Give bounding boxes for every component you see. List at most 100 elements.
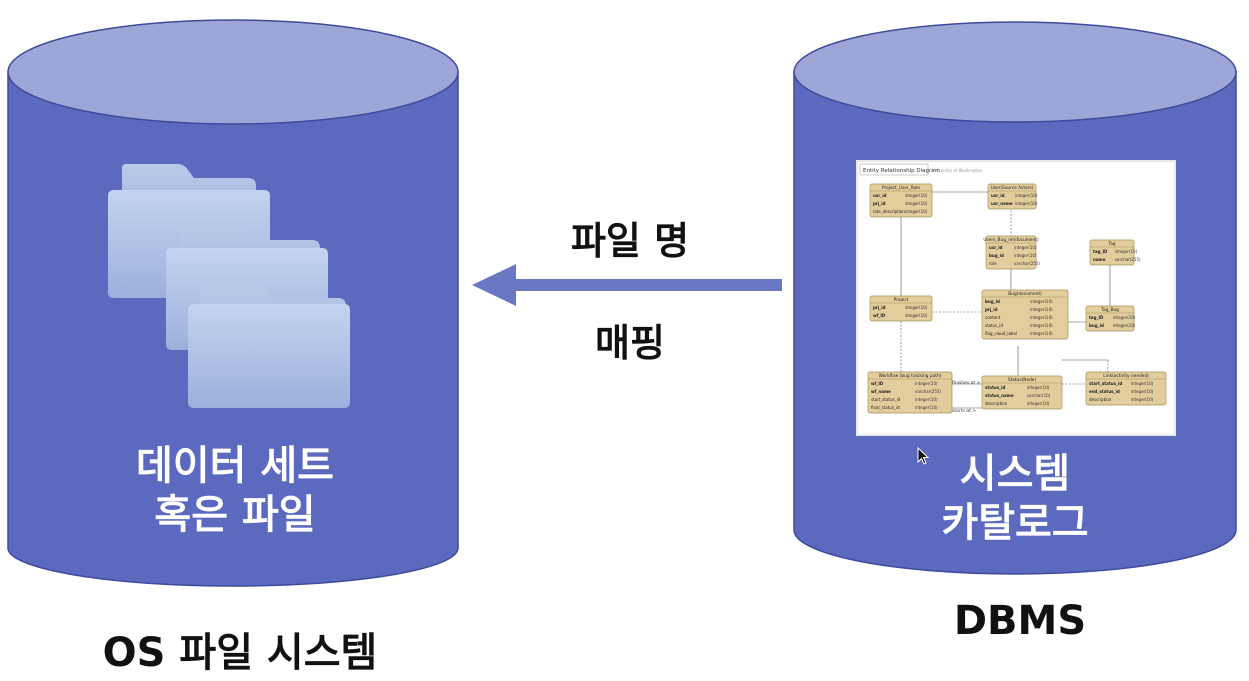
- erd-column-name: status_name: [985, 393, 1014, 398]
- erd-column-type: integer(10): [1113, 323, 1136, 328]
- erd-column-name: end_status_id: [1089, 389, 1120, 394]
- erd-table-box: [1085, 371, 1167, 406]
- left-cylinder-label: 데이터 세트 혹은 파일: [70, 442, 400, 540]
- erd-column-name: usr_id: [989, 245, 1003, 250]
- erd-tables: Project_User_Role usr_id integer(10) prj_id…: [867, 183, 1167, 414]
- erd-column-type: integer(10): [1030, 323, 1053, 328]
- erd-column-type: integer(10): [905, 201, 928, 206]
- erd-subtitle: University of Washington: [932, 168, 983, 173]
- erd-table-name: Link(activity needed): [1103, 373, 1149, 379]
- erd-column-name: usr_id: [873, 193, 887, 198]
- erd-table-box: [869, 295, 933, 322]
- arrow-top-text: 파일 명: [570, 219, 690, 263]
- erd-table-name: Workflow (bug tracking path): [879, 373, 942, 379]
- erd-column-name: start_status_id: [1089, 381, 1122, 386]
- erd-edge-label-starts: starts at >: [952, 408, 976, 414]
- erd-table-box: [981, 375, 1063, 410]
- right-caption: DBMS: [953, 598, 1087, 644]
- mouse-cursor-icon: [917, 447, 930, 465]
- erd-column-name: role_description: [873, 209, 905, 214]
- erd-diagram-svg: Entity Relationship Diagram University o…: [859, 163, 1167, 414]
- erd-table-box: [985, 235, 1037, 270]
- erd-table-name: Bug(document): [1008, 291, 1042, 297]
- erd-column-name: bug_id: [989, 253, 1004, 258]
- erd-column-name: content: [985, 315, 1001, 320]
- erd-column-name: prj_id: [985, 307, 998, 312]
- erd-table-name: Project: [894, 297, 909, 303]
- erd-column-type: integer(10): [1131, 381, 1154, 386]
- erd-column-name: flag_cloud_label: [985, 331, 1017, 336]
- erd-table: Project prj_id integer(10) wf_ID integer(10): [869, 295, 933, 322]
- erd-column-name: start_status_id: [871, 397, 901, 402]
- erd-column-type: integer(10): [1015, 193, 1038, 198]
- erd-column-type: integer(10): [915, 405, 938, 410]
- erd-column-type: integer(10): [1027, 401, 1050, 406]
- erd-title: Entity Relationship Diagram: [863, 168, 940, 174]
- erd-column-name: description: [1089, 397, 1112, 402]
- erd-column-name: wf_name: [871, 389, 891, 394]
- erd-edge-label-finishes: finishes at >: [952, 380, 981, 386]
- erd-column-type: varchar(255): [1014, 261, 1040, 266]
- right-label-line1: 시스템: [959, 451, 1071, 497]
- erd-table-name: Tag_Bug: [1100, 307, 1119, 313]
- erd-column-name: role: [989, 261, 997, 266]
- erd-column-type: integer(10): [905, 305, 928, 310]
- erd-column-type: integer(10): [1030, 307, 1053, 312]
- left-label-line2: 혹은 파일: [154, 491, 316, 538]
- erd-column-type: integer(10): [905, 193, 928, 198]
- folder-stack-icon: [108, 164, 350, 408]
- erd-table: Status(Node)status_id integer(10) status_n…: [981, 375, 1063, 410]
- erd-column-name: prj_id: [873, 305, 886, 310]
- erd-column-type: integer(10): [1030, 299, 1053, 304]
- erd-column-type: integer(10): [1131, 397, 1154, 402]
- erd-title-box: [859, 163, 929, 176]
- erd-table-box: [867, 371, 953, 414]
- erd-column-name: final_status_id: [871, 405, 900, 410]
- erd-column-type: integer(10): [1014, 245, 1037, 250]
- erd-table-box: [1085, 305, 1135, 332]
- erd-table: Tag_Bug tag_ID integer(10) bug_id integer(10…: [1085, 305, 1136, 332]
- erd-column-type: integer(10): [1030, 315, 1053, 320]
- erd-table-name: Tag: [1107, 241, 1116, 247]
- erd-column-name: status_id: [985, 385, 1006, 390]
- erd-table: Project_User_Role usr_id integer(10) prj_id…: [869, 183, 933, 218]
- erd-column-name: tag_ID: [1093, 249, 1108, 254]
- erd-column-type: integer(10): [1113, 315, 1136, 320]
- erd-table-name: Users_Bug_rel(document): [983, 237, 1039, 243]
- erd-column-name: tag_ID: [1089, 315, 1104, 320]
- erd-column-name: name: [1093, 257, 1106, 262]
- erd-column-type: integer(10): [905, 209, 928, 214]
- arrow-bottom-text: 매핑: [595, 321, 665, 365]
- erd-column-type: integer(10): [1015, 201, 1038, 206]
- erd-column-type: integer(10): [1030, 331, 1053, 336]
- erd-column-type: integer(10): [1115, 249, 1138, 254]
- erd-column-name: prj_id: [873, 201, 886, 206]
- erd-table-name: Project_User_Role: [882, 185, 920, 191]
- erd-column-name: bug_id: [1089, 323, 1104, 328]
- erd-column-name: description: [985, 401, 1008, 406]
- left-caption: OS 파일 시스템: [102, 630, 378, 676]
- erd-column-type: integer(10): [915, 397, 938, 402]
- mapping-arrow: [472, 264, 782, 306]
- erd-column-type: integer(10): [1131, 389, 1154, 394]
- erd-column-name: usr_name: [991, 201, 1013, 206]
- erd-column-name: usr_id: [991, 193, 1005, 198]
- erd-table-name: Status(Node): [1008, 377, 1037, 383]
- erd-diagram-image: Entity Relationship Diagram University o…: [856, 160, 1176, 436]
- erd-column-name: wf_ID: [873, 313, 886, 318]
- erd-column-type: integer(10): [1027, 385, 1050, 390]
- erd-column-name: bug_id: [985, 299, 1000, 304]
- erd-table-box: [1089, 239, 1135, 266]
- erd-column-type: integer(10): [905, 313, 928, 318]
- erd-column-type: varchar(255): [1115, 257, 1141, 262]
- erd-column-type: varchar(255): [915, 389, 941, 394]
- erd-table: Tag tag_ID integer(10) name varchar(255): [1089, 239, 1141, 266]
- erd-column-type: integer(10): [915, 381, 938, 386]
- erd-column-type: integer(10): [1014, 253, 1037, 258]
- erd-table: Users_Bug_rel(document) usr_id integer(10)…: [983, 235, 1040, 270]
